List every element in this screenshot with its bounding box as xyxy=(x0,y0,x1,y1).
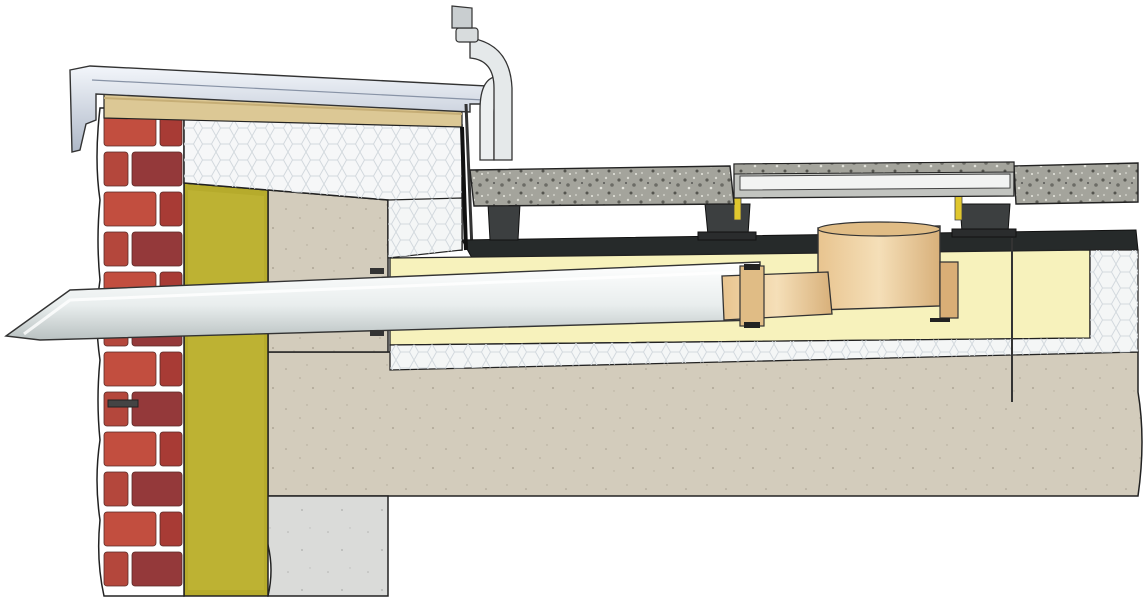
brick xyxy=(103,391,129,427)
brick xyxy=(103,431,157,467)
brick xyxy=(131,231,183,267)
concrete-support-block xyxy=(264,495,389,597)
brick xyxy=(103,351,157,387)
pipe-connector xyxy=(721,264,833,328)
brick xyxy=(131,551,183,587)
brick xyxy=(159,431,183,467)
brick xyxy=(159,351,183,387)
brick xyxy=(103,511,157,547)
mid-insulation-board xyxy=(387,197,463,259)
brick xyxy=(131,471,183,507)
concrete-slab xyxy=(267,351,1143,497)
wall-pipe-seals xyxy=(370,268,384,336)
channel-adjusters xyxy=(733,195,963,221)
brick xyxy=(103,231,129,267)
brick xyxy=(103,151,129,187)
mineral-wool-insulation xyxy=(183,182,269,597)
drain-channel-grate xyxy=(733,161,1015,199)
roof-drain-body xyxy=(817,221,959,322)
roof-insulation-white xyxy=(389,249,1139,371)
metal-coping-flashing xyxy=(69,65,491,251)
brick xyxy=(103,551,129,587)
brick xyxy=(159,511,183,547)
paver-pedestals xyxy=(487,203,1017,241)
brick xyxy=(103,471,129,507)
brick xyxy=(103,191,157,227)
brick xyxy=(131,151,183,187)
brick xyxy=(159,191,183,227)
granite-paver-right xyxy=(1013,162,1139,205)
wall-weep-vent xyxy=(107,399,139,408)
vent-pipe xyxy=(451,5,513,161)
brick-wall xyxy=(96,107,185,597)
granite-paver-left xyxy=(469,165,735,207)
brick xyxy=(131,391,183,427)
